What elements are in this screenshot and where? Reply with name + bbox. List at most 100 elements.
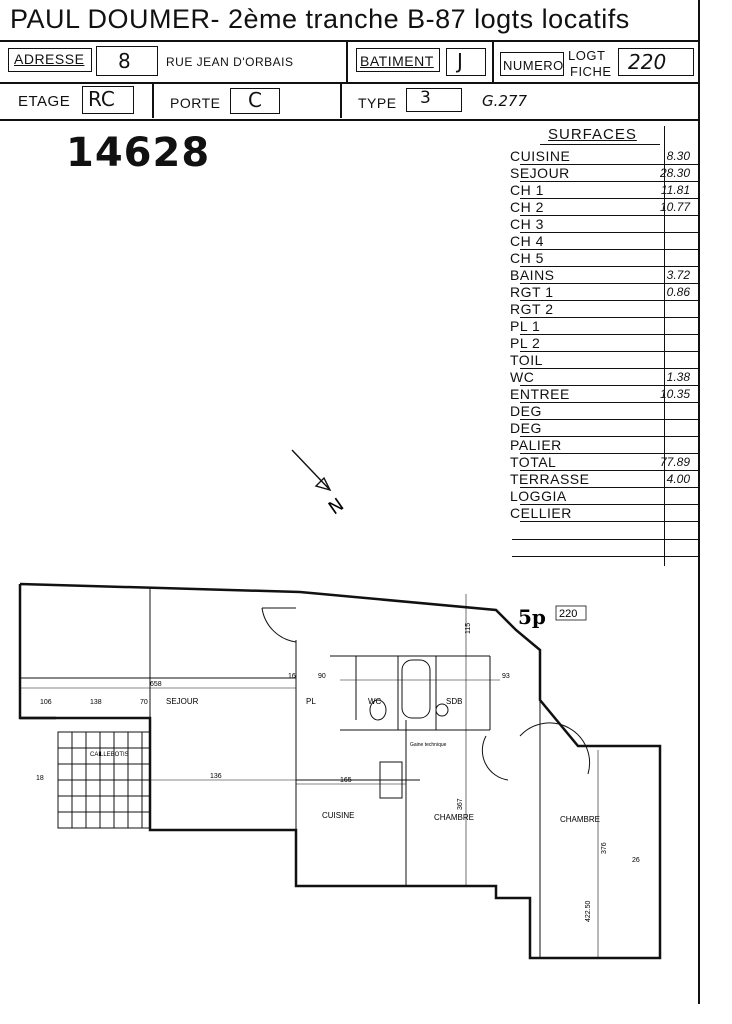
surface-row: CELLIER xyxy=(510,505,700,522)
dim-label: 26 xyxy=(632,857,640,864)
surface-label: SEJOUR xyxy=(510,165,570,181)
surface-label: CH 5 xyxy=(510,250,544,266)
surface-label: CH 4 xyxy=(510,233,544,249)
numero-label-box xyxy=(500,52,564,76)
surface-label: PL 1 xyxy=(510,318,541,334)
surface-row: RGT 2 xyxy=(510,301,700,318)
document-title: PAUL DOUMER- 2ème tranche B-87 logts loc… xyxy=(10,4,630,34)
floor-plan: 658 136 138 70 106 165 367 376 90 93 16 … xyxy=(18,582,662,960)
dim-label: 376 xyxy=(601,842,608,854)
surface-underline xyxy=(520,317,700,318)
surface-underline xyxy=(520,334,700,335)
surface-row: BAINS 3.72 xyxy=(510,267,700,284)
surface-label: CH 3 xyxy=(510,216,544,232)
surface-label: CH 2 xyxy=(510,199,544,215)
batiment-label-box xyxy=(356,48,440,72)
unit-number: 220 xyxy=(559,608,577,620)
porte-value-box xyxy=(230,88,280,114)
dim-label: 106 xyxy=(40,699,52,706)
room-cuisine-label: CUISINE xyxy=(322,811,354,820)
surface-row: PL 1 xyxy=(510,318,700,335)
room-pl-label: PL xyxy=(306,697,316,706)
surface-row: DEG xyxy=(510,420,700,437)
surface-label: WC xyxy=(510,369,535,385)
title-divider xyxy=(0,40,700,42)
surface-row: WC 1.38 xyxy=(510,369,700,386)
surface-underline xyxy=(520,181,700,182)
adresse-number: 8 xyxy=(118,49,131,73)
room-caillebotis-label: CAILLEBOTIS xyxy=(90,752,129,758)
dim-label: 165 xyxy=(340,777,352,784)
row1-divider xyxy=(0,82,700,84)
surface-row: CH 5 xyxy=(510,250,700,267)
surface-label: DEG xyxy=(510,420,542,436)
surface-value: 3.72 xyxy=(666,268,690,282)
surface-row: CH 3 xyxy=(510,216,700,233)
dim-label: 658 xyxy=(150,681,162,688)
dim-label: 93 xyxy=(502,673,510,680)
surface-underline xyxy=(520,385,700,386)
surface-underline xyxy=(520,368,700,369)
unit-label: 5p xyxy=(518,605,546,629)
room-chambre1-label: CHAMBRE xyxy=(434,813,474,822)
row1-divider-b xyxy=(492,42,494,82)
room-wc-label: WC xyxy=(368,697,382,706)
dim-label: 90 xyxy=(318,673,326,680)
surface-underline xyxy=(520,198,700,199)
surface-value: 8.30 xyxy=(666,149,690,163)
north-label: N xyxy=(325,494,348,518)
dim-label: 18 xyxy=(36,775,44,782)
surface-underline xyxy=(520,504,700,505)
gaine-technique-label: Gaine technique xyxy=(410,742,447,748)
surface-row: CH 2 10.77 xyxy=(510,199,700,216)
row1-divider-a xyxy=(346,42,348,82)
type-label: TYPE xyxy=(358,95,397,111)
surface-underline xyxy=(520,419,700,420)
fiche-label: FICHE xyxy=(570,64,612,79)
surface-value: 4.00 xyxy=(666,472,690,486)
surface-label: BAINS xyxy=(510,267,555,283)
surface-underline xyxy=(520,521,700,522)
dim-label: 70 xyxy=(140,699,148,706)
dim-label: 422.50 xyxy=(585,900,592,922)
surfaces-blank-line-2 xyxy=(512,556,698,557)
adresse-number-box xyxy=(96,46,158,76)
surface-value: 10.77 xyxy=(659,200,690,214)
porte-value: C xyxy=(248,88,262,112)
unit-number-box xyxy=(555,605,587,621)
adresse-rue: RUE JEAN D'ORBAIS xyxy=(166,55,294,69)
surface-underline xyxy=(520,470,700,471)
surface-underline xyxy=(520,487,700,488)
porte-label: PORTE xyxy=(170,95,221,111)
surface-underline xyxy=(520,351,700,352)
surfaces-title-line xyxy=(540,144,660,145)
surface-underline xyxy=(520,215,700,216)
adresse-label-box xyxy=(8,48,92,72)
surface-value: 10.35 xyxy=(659,387,690,401)
etage-value-box xyxy=(82,86,134,114)
numero-label: NUMERO xyxy=(503,58,564,73)
dim-label: 115 xyxy=(465,623,472,634)
surfaces-column-line xyxy=(664,126,665,566)
surface-label: TOIL xyxy=(510,352,543,368)
etage-value: RC xyxy=(88,87,115,111)
surface-label: ENTREE xyxy=(510,386,570,402)
surface-value: 11.81 xyxy=(660,183,690,197)
dim-label: 367 xyxy=(457,798,464,810)
row2-divider-b xyxy=(340,84,342,118)
type-value: 3 xyxy=(420,88,431,108)
room-chambre2-label: CHAMBRE xyxy=(560,815,600,824)
batiment-value: J xyxy=(457,49,463,73)
surface-underline xyxy=(520,266,700,267)
surface-label: TOTAL xyxy=(510,454,557,470)
surface-label: CUISINE xyxy=(510,148,571,164)
surface-label: CELLIER xyxy=(510,505,572,521)
reference-number: 14628 xyxy=(66,130,211,176)
surface-value: 1.38 xyxy=(666,370,690,384)
numero-value-box xyxy=(618,48,694,76)
surface-underline xyxy=(520,249,700,250)
